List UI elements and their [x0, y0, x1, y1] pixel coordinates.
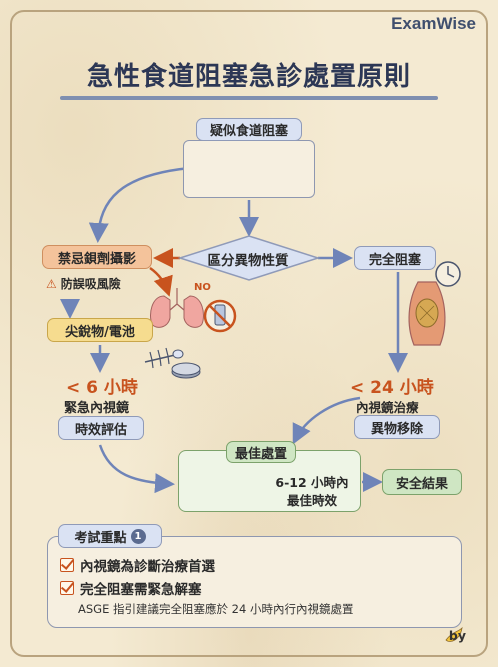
best-window-line2: 最佳時效 [286, 493, 337, 508]
title-underline [60, 96, 438, 100]
exam-points-box [47, 536, 462, 628]
exam-heading-text: 考試重點 [74, 530, 127, 546]
fishbone-icon [144, 347, 184, 369]
arrow-suspect-to-no-barium [88, 166, 191, 243]
safe-outcome-label: 安全結果 [382, 469, 462, 495]
arrow-no-barium-to-lung [149, 266, 173, 297]
no-sign: NO [194, 282, 211, 293]
clock-icon [435, 261, 461, 287]
no-barium-label: 禁忌鋇劑攝影 [42, 245, 152, 269]
brand-logo: ExamWise [391, 14, 476, 33]
exam-badge: 1 [130, 528, 146, 544]
exam-point-1: 內視鏡為診斷治療首選 [60, 555, 215, 575]
foreign-removal-label: 異物移除 [354, 415, 440, 439]
aspiration-warning-text: 防誤吸風險 [60, 277, 121, 291]
no-contrast-bottle-icon [203, 299, 237, 333]
lt6-hours: < 6 小時 [66, 378, 138, 398]
exam-point-1-text: 內視鏡為診斷治療首選 [80, 559, 215, 575]
suspect-box [183, 140, 315, 198]
banana-icon [445, 626, 463, 642]
exam-heading: 考試重點 1 [58, 524, 162, 548]
exam-point-2-text: 完全阻塞需緊急解塞 [80, 582, 202, 598]
obstructed-esophagus-illustration [408, 281, 446, 346]
exam-point-2: 完全阻塞需緊急解塞 [60, 578, 202, 598]
complete-obstruction-label: 完全阻塞 [354, 246, 436, 270]
page-frame [10, 10, 488, 657]
button-battery-icon [171, 362, 201, 379]
timing-eval-label: 時效評估 [58, 416, 144, 440]
distinguish-diamond [177, 235, 321, 281]
arrow-removal-to-best [292, 396, 361, 445]
sharp-battery-label: 尖銳物/電池 [47, 318, 153, 342]
lungs-illustration [150, 288, 204, 328]
best-window-line1: 6-12 小時內 [275, 475, 349, 490]
arrow-timing-to-best [98, 444, 175, 494]
page-title: 急性食道阻塞急診處置原則 [86, 62, 411, 92]
urgent-endoscopy: 緊急內視鏡 [64, 401, 130, 416]
distinguish-label: 區分異物性質 [207, 253, 289, 269]
checkbox-icon [60, 581, 74, 595]
byline: by [448, 628, 466, 643]
guideline-note: ASGE 指引建議完全阻塞應於 24 小時內行內視鏡處置 [78, 602, 354, 616]
best-management-label: 最佳處置 [226, 441, 296, 463]
lt24-hours: < 24 小時 [350, 378, 434, 398]
endoscopic-treatment: 內視鏡治療 [356, 400, 419, 415]
suspect-label: 疑似食道阻塞 [196, 118, 302, 141]
warning-icon: ⚠ [46, 276, 57, 291]
aspiration-warning: ⚠ 防誤吸風險 [46, 275, 121, 292]
checkbox-icon [60, 558, 74, 572]
